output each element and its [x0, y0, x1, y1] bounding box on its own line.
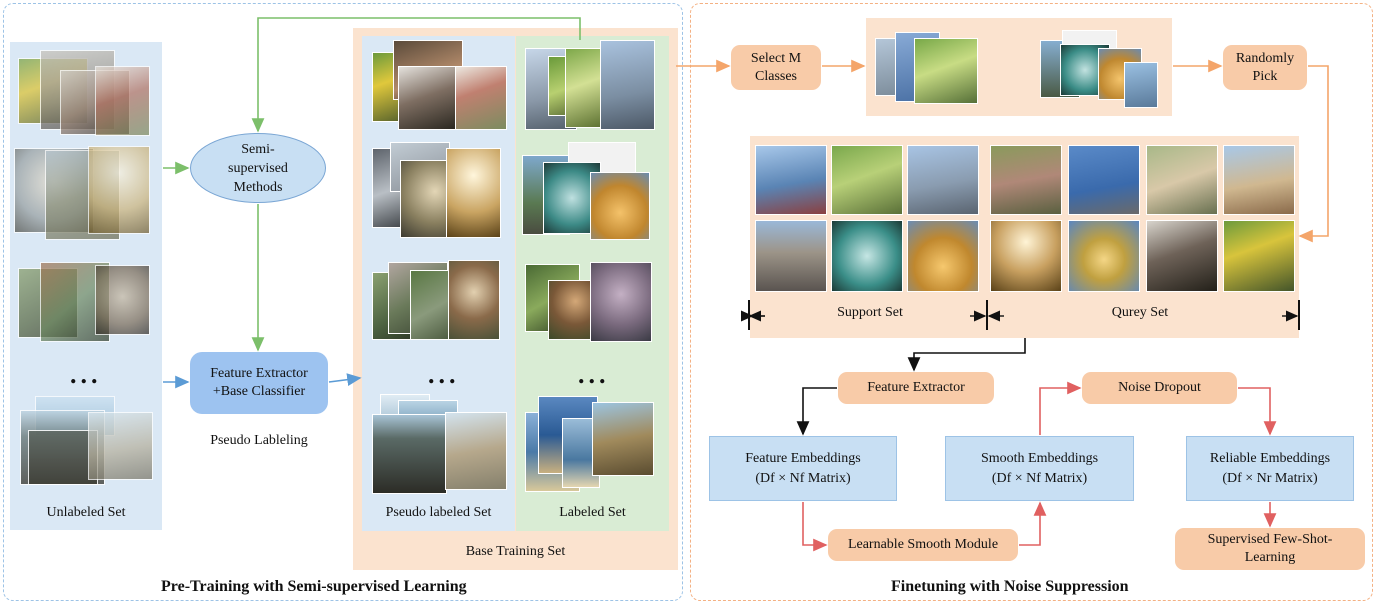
- query-image: [990, 220, 1062, 292]
- query-set-label: Qurey Set: [1111, 305, 1169, 320]
- feature-embeddings-matrix: (Df × Nf Matrix): [755, 470, 851, 486]
- reliable-embeddings-title: Reliable Embeddings: [1209, 450, 1331, 466]
- support-image: [755, 220, 827, 292]
- query-image: [1146, 145, 1218, 215]
- labeled-set-label: Labeled Set: [559, 505, 626, 520]
- noise-dropout-node: Noise Dropout: [1082, 372, 1237, 404]
- unlabeled-set-label: Unlabeled Set: [46, 505, 126, 520]
- query-image: [1223, 145, 1295, 215]
- support-image: [831, 220, 903, 292]
- feature-embeddings-title: Feature Embeddings: [745, 450, 861, 466]
- pretraining-frame: [3, 3, 683, 601]
- pseudo-labeling-label: Pseudo Lableling: [210, 433, 308, 448]
- randomly-pick-node: Randomly Pick: [1223, 45, 1307, 90]
- query-image: [1146, 220, 1218, 292]
- query-image: [1068, 145, 1140, 215]
- finetuning-title: Finetuning with Noise Suppression: [891, 578, 1129, 595]
- finetuning-frame: [690, 3, 1373, 601]
- learnable-smooth-module-node: Learnable Smooth Module: [828, 529, 1018, 561]
- support-image: [907, 145, 979, 215]
- pseudo-labeled-set-label: Pseudo labeled Set: [385, 505, 492, 520]
- pretraining-title: Pre-Training with Semi-supervised Learni…: [161, 578, 467, 595]
- support-image: [831, 145, 903, 215]
- query-image: [990, 145, 1062, 215]
- support-set-label: Support Set: [837, 305, 903, 320]
- select-m-classes-node: Select M Classes: [731, 45, 821, 90]
- reliable-embeddings-node: Reliable Embeddings (Df × Nr Matrix): [1186, 436, 1354, 501]
- feature-embeddings-node: Feature Embeddings (Df × Nf Matrix): [709, 436, 897, 501]
- feature-extractor-node: Feature Extractor: [838, 372, 994, 404]
- support-image: [907, 220, 979, 292]
- supervised-fsl-node: Supervised Few-Shot-Learning: [1175, 528, 1365, 570]
- feature-extractor-classifier-node: Feature Extractor +Base Classifier: [190, 352, 328, 414]
- smooth-embeddings-node: Smooth Embeddings (Df × Nf Matrix): [945, 436, 1134, 501]
- smooth-embeddings-title: Smooth Embeddings: [980, 450, 1099, 466]
- reliable-embeddings-matrix: (Df × Nr Matrix): [1222, 470, 1318, 486]
- query-image: [1068, 220, 1140, 292]
- query-image: [1223, 220, 1295, 292]
- base-training-set-label: Base Training Set: [465, 544, 566, 559]
- semi-supervised-methods-node: Semi-supervised Methods: [190, 133, 326, 203]
- support-image: [755, 145, 827, 215]
- smooth-embeddings-matrix: (Df × Nf Matrix): [991, 470, 1088, 486]
